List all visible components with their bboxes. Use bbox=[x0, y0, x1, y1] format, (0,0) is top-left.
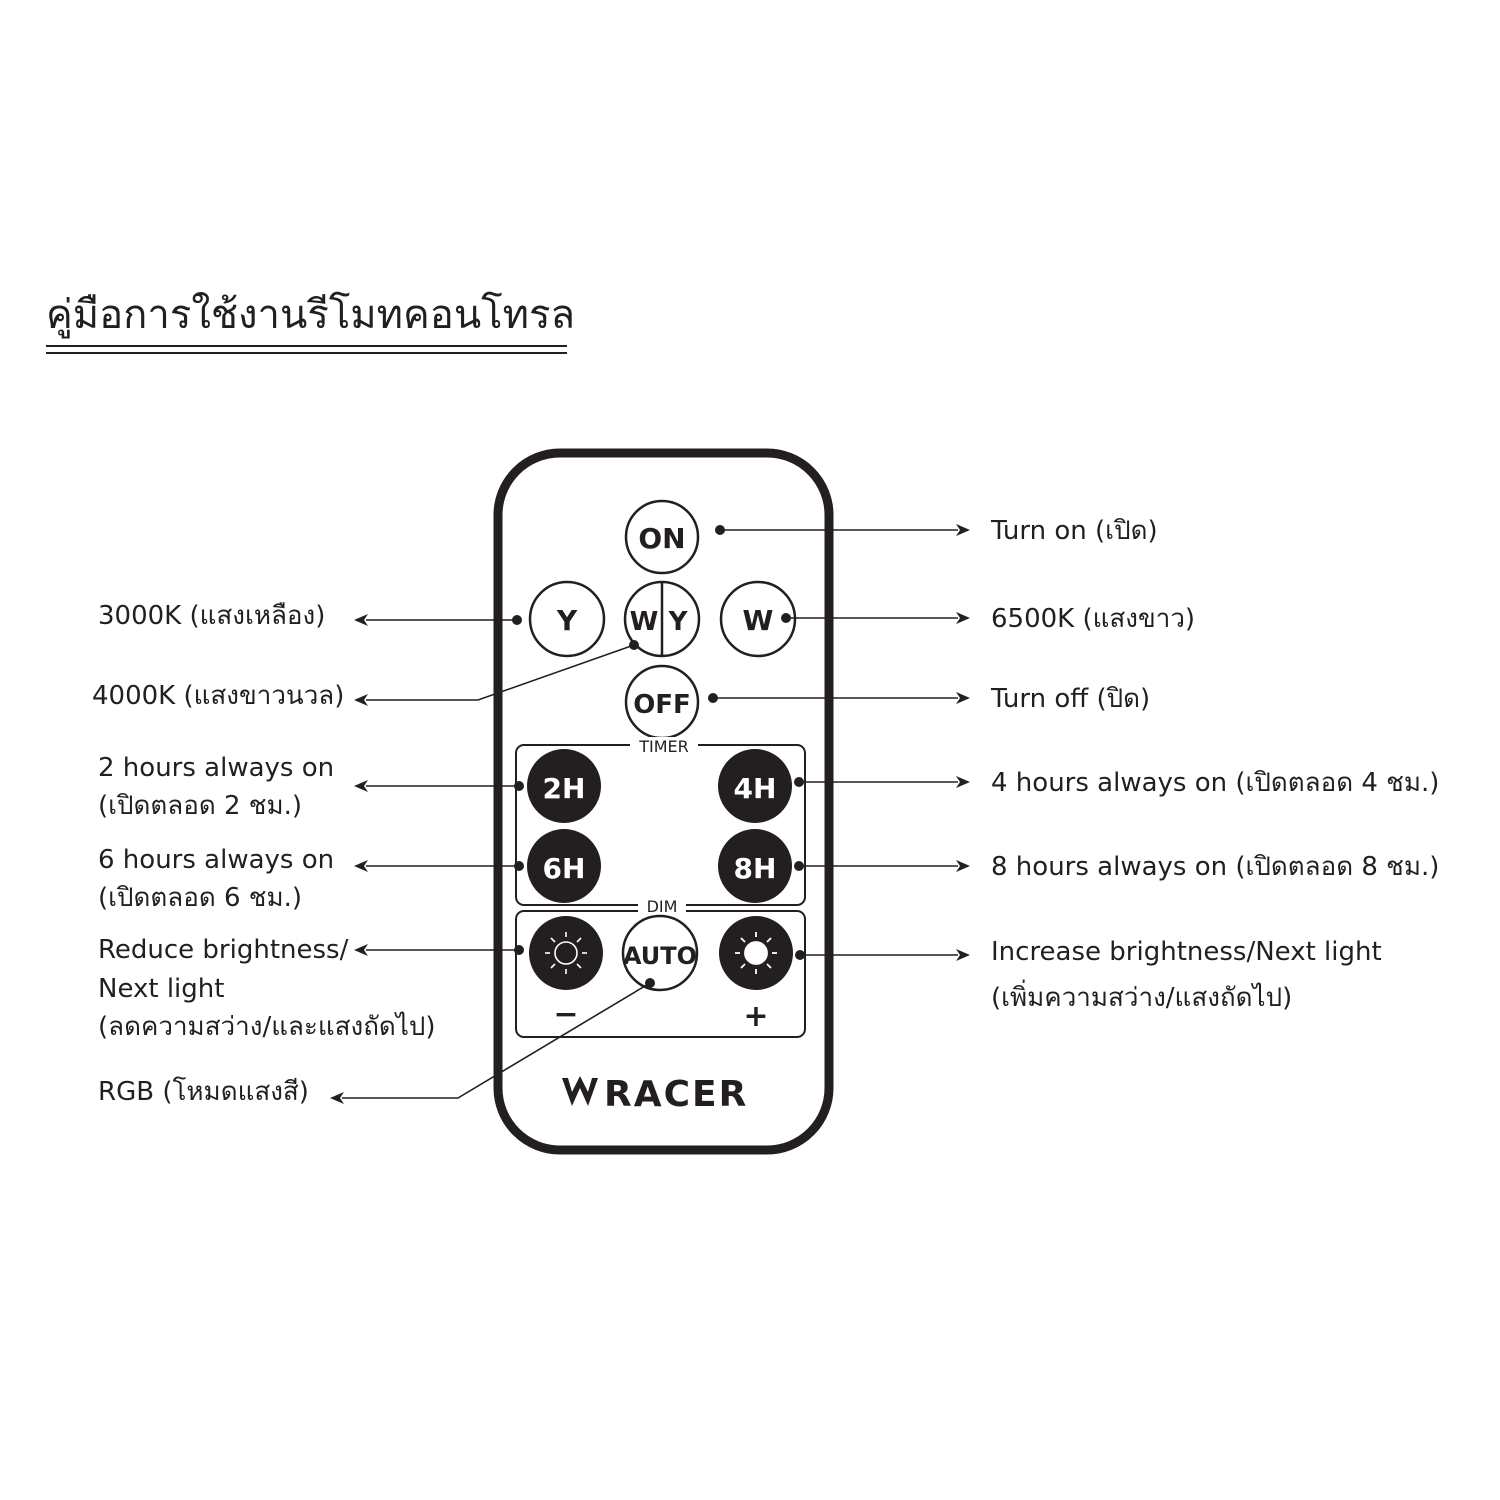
minus-sign: − bbox=[553, 997, 578, 1032]
leader-2h bbox=[354, 780, 524, 792]
dim-increase-button[interactable] bbox=[719, 916, 793, 990]
label-4h: 4 hours always on (เปิดตลอด 4 ชม.) bbox=[991, 768, 1439, 798]
svg-text:OFF: OFF bbox=[633, 690, 691, 720]
svg-text:4H: 4H bbox=[734, 772, 777, 805]
leader-8h bbox=[794, 860, 970, 872]
y-button[interactable]: Y bbox=[528, 580, 606, 658]
sun-filled-icon bbox=[735, 932, 777, 974]
label-4000k: 4000K (แสงขาวนวล) bbox=[92, 681, 344, 711]
timer-section: TIMER bbox=[515, 737, 806, 906]
timer-2h-button[interactable]: 2H bbox=[527, 749, 601, 823]
timer-6h-button[interactable]: 6H bbox=[527, 829, 601, 903]
label-8h: 8 hours always on (เปิดตลอด 8 ชม.) bbox=[991, 852, 1439, 882]
w-button[interactable]: W bbox=[719, 580, 797, 658]
dim-label: DIM bbox=[647, 897, 678, 916]
label-reduce-line2: Next light bbox=[98, 974, 224, 1004]
svg-text:2H: 2H bbox=[543, 772, 586, 805]
leader-6500k bbox=[781, 612, 970, 624]
dim-section: DIM bbox=[515, 896, 806, 1038]
label-turn-on: Turn on (เปิด) bbox=[990, 516, 1158, 546]
off-button[interactable]: OFF bbox=[624, 664, 700, 740]
wy-button[interactable]: W Y bbox=[623, 580, 701, 658]
label-6h-line1: 6 hours always on bbox=[98, 845, 334, 875]
auto-rgb-button[interactable]: AUTO bbox=[621, 914, 699, 992]
timer-8h-button[interactable]: 8H bbox=[718, 829, 792, 903]
on-button[interactable]: ON bbox=[624, 499, 700, 575]
svg-text:AUTO: AUTO bbox=[623, 942, 697, 970]
label-2h-line1: 2 hours always on bbox=[98, 753, 334, 783]
svg-text:6H: 6H bbox=[543, 852, 586, 885]
svg-text:RACER: RACER bbox=[604, 1074, 748, 1115]
svg-text:Y: Y bbox=[668, 607, 689, 637]
timer-label: TIMER bbox=[638, 737, 689, 756]
label-3000k: 3000K (แสงเหลือง) bbox=[98, 601, 325, 631]
label-turn-off: Turn off (ปิด) bbox=[990, 684, 1150, 714]
leader-turn-on bbox=[715, 524, 970, 536]
label-increase-line1: Increase brightness/Next light bbox=[991, 937, 1382, 967]
label-reduce-line1: Reduce brightness/ bbox=[98, 935, 349, 965]
svg-text:W: W bbox=[743, 604, 774, 637]
svg-text:8H: 8H bbox=[734, 852, 777, 885]
leader-increase bbox=[795, 949, 970, 961]
svg-text:Y: Y bbox=[556, 604, 578, 637]
leader-rgb bbox=[330, 978, 655, 1104]
leader-4000k bbox=[354, 640, 639, 706]
label-increase-line2: (เพิ่มความสว่าง/แสงถัดไป) bbox=[991, 979, 1292, 1013]
label-6500k: 6500K (แสงขาว) bbox=[991, 604, 1195, 634]
leader-6h bbox=[354, 860, 524, 872]
leader-4h bbox=[794, 776, 970, 788]
timer-4h-button[interactable]: 4H bbox=[718, 749, 792, 823]
leader-reduce bbox=[354, 944, 524, 956]
plus-sign: + bbox=[743, 999, 768, 1034]
label-rgb: RGB (โหมดแสงสี) bbox=[98, 1076, 309, 1107]
page-title: คู่มือการใช้งานรีโมทคอนโทรล bbox=[46, 291, 575, 338]
label-reduce-line3: (ลดความสว่าง/และแสงถัดไป) bbox=[98, 1011, 436, 1042]
svg-text:ON: ON bbox=[638, 522, 685, 555]
leader-3000k bbox=[354, 614, 522, 626]
label-6h-line2: (เปิดตลอด 6 ชม.) bbox=[98, 883, 302, 913]
svg-text:W: W bbox=[630, 607, 659, 637]
dim-decrease-button[interactable] bbox=[529, 916, 603, 990]
leader-turn-off bbox=[708, 692, 970, 704]
label-2h-line2: (เปิดตลอด 2 ชม.) bbox=[98, 791, 302, 821]
racer-logo: RACER bbox=[562, 1074, 748, 1115]
sun-outline-icon bbox=[545, 932, 587, 974]
